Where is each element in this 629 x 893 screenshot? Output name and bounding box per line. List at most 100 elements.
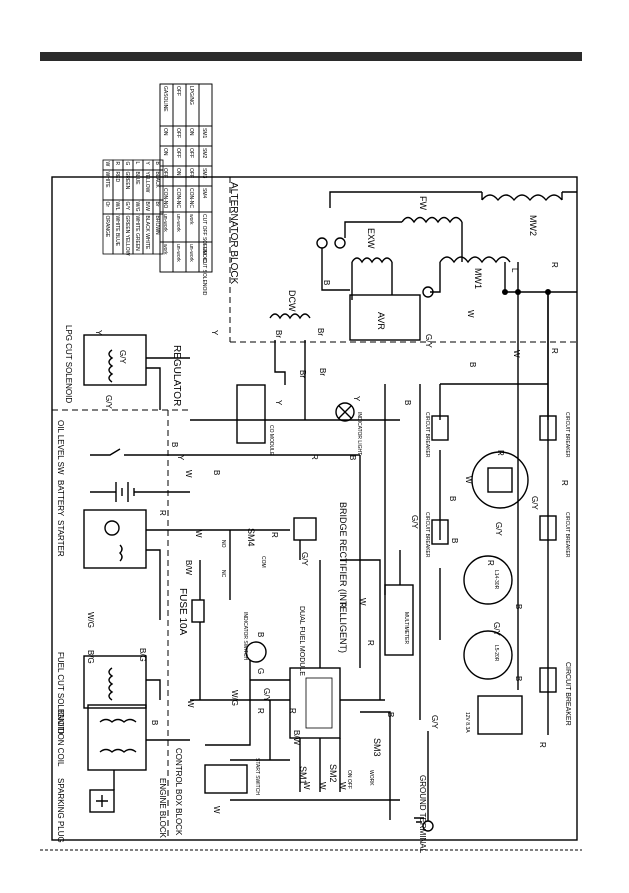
color-table-text: YELLOW [144,172,150,193]
circuit-breaker-small-1: CIRCUIT BREAKER [424,412,449,458]
sm4-no-label: NO [220,540,226,548]
wire-code-label: Br [274,330,283,338]
regulator-block-label: REGULATOR [171,345,182,406]
co-module-label: CO MODULE [268,425,274,456]
wire-code-label: B/W [292,730,301,746]
wire-code-label: R [158,510,167,516]
circuit-breaker-small-2: CIRCUIT BREAKER [424,512,449,558]
spark-plug: SPARKING PLUG [56,778,115,843]
wire-code-label: R [366,640,375,646]
control-wires-3 [205,660,400,820]
wire-code-label: B [212,470,221,475]
wire-code-label: W [194,530,203,538]
color-table-text: GREEN [124,172,130,190]
color-table-text: W [104,162,110,167]
wire-code-label: Y [176,455,185,461]
color-table-text: WHITE GREEN [134,216,140,252]
circuit-breaker-3-label: CIRCUIT BREAKER [564,662,571,726]
ignition-coil-label: IGNITION COIL [56,710,65,767]
switch-table-text: CON-NC [175,188,181,208]
wire-code-label: B/G [86,650,95,664]
start-switch-label: START SWITCH [254,758,260,795]
wire-code-label: B [348,455,357,460]
wire-code-label: G [256,668,265,674]
color-table-text: BLUE [134,172,140,186]
wire-code-label: R [496,450,505,456]
start-switch: START SWITCH [204,758,260,795]
wire-code-label: W [358,598,367,606]
connector-block [289,667,341,739]
cb-small-1-label: CIRCUIT BREAKER [424,412,430,458]
starter-motor: STARTER [56,509,147,569]
switch-table-text: OFF [175,128,181,138]
wire-code-label: G/Y [300,552,309,566]
fuse-10a: FUSE 10A [177,588,205,636]
output-bus [439,292,549,735]
circuit-breaker-2-label: CIRCUIT BREAKER [564,512,570,558]
mw1-winding: MW1 [439,256,511,289]
switch-table-cell [159,241,174,273]
wire-code-label: Br [316,328,325,336]
switch-table-text: un-work [175,214,181,232]
receptacle-l5-20r-1: L14-30R [463,555,513,605]
wire-code-label: Y [94,330,103,336]
circuit-breaker-3: CIRCUIT BREAKER [539,662,571,726]
switch-table-text: LPG/NG [188,86,194,105]
mw1-label: MW1 [473,268,483,289]
lpg-cut-label: LPG CUT SOLENOID [64,325,73,403]
header-bar [40,52,582,61]
engine-wires [113,357,190,790]
color-table-text: W/G [134,202,140,212]
wire-code-label: B/W [184,560,193,576]
dual-fuel-module: DUAL FUEL MODULE [298,606,305,676]
switch-table-text: CON-NC [188,188,194,208]
wire-code-label: W [464,476,473,484]
dc-outlet: 12V 8.3A [464,695,523,735]
switch-table-text: un-work [162,214,168,232]
switch-table-text: SM3 [201,168,207,179]
color-table-cell [102,213,114,255]
avr-box [349,294,421,341]
switch-table-text: ON [188,128,194,136]
indicator-switch-label: INDICATOR SWITCH [242,612,248,661]
starter-label: STARTER [56,520,65,557]
switch-table-text: ON [162,128,168,136]
color-table-text: BLACK [154,172,160,189]
wire-code-label: R [560,480,569,486]
receptacle-l5-20r-2: L5-20R [463,630,513,680]
wire-code-label: Br [298,370,307,378]
wire-code-label: W [318,782,327,790]
wire-code-label: G/Y [104,395,113,409]
wire-code-label: W [512,350,521,358]
control-wires-2 [274,340,381,700]
sm3-on-off-label: ON OFF [346,770,352,789]
wire-code-label: Y [210,330,219,336]
sm4-com-label: COM [260,556,266,568]
lpg-cut-solenoid: LPG CUT SOLENOID [64,325,147,403]
oil-level-switch: OIL LEVEL SW [56,420,160,475]
battery-label: BATTERY [56,480,65,517]
sm2-label: SM2 [328,764,338,783]
wire-code-label: B [150,720,159,725]
circuit-breaker-2: CIRCUIT BREAKER [539,512,570,558]
junction-dot [515,289,521,295]
color-table-text: RED [114,172,120,183]
switch-table-text: un-work [188,244,194,262]
wire-code-label: W [212,806,221,814]
wire-code-label: W [466,310,475,318]
sm3-work-label: WORK [368,770,374,786]
wire-code-label: W/G [230,690,239,706]
wire-code-label: G/Y [530,496,539,510]
color-table-text: GREEN YELLOW [124,216,130,256]
color-table-text: BLACK WHITE [144,216,150,251]
output-bus-2 [419,384,441,720]
wire-code-label: Y [352,396,361,402]
dc-outlet-label: 12V 8.3A [464,712,470,733]
wire-code-label: G/Y [118,350,127,364]
wire-code-label: B [322,280,331,285]
dcw-label: DCW [287,290,297,312]
sm4-nc-label: NC [220,570,226,578]
terminal-ring [422,286,434,298]
mw2-winding: MW2 [481,192,563,236]
diagram-frame [51,176,578,841]
